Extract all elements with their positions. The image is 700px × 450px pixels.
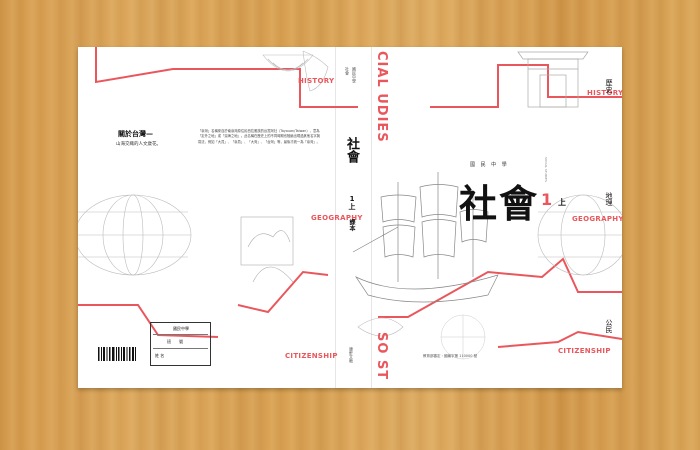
info-divider <box>153 334 208 335</box>
textbook-cover: HISTORY GEOGRAPHY CITIZENSHIP HISTORY GE… <box>78 47 624 388</box>
info-divider <box>153 348 208 349</box>
approval-note: 教育部審定・國編字第 110000 號 <box>423 354 478 358</box>
student-info-box: 國民中學 班 號 姓 名 <box>150 322 211 366</box>
cover-illustration <box>78 47 622 360</box>
globe-sketch-right <box>537 194 622 276</box>
history-label: HISTORY <box>298 77 335 85</box>
spine-left-edge <box>335 47 336 388</box>
info-class-label: 班 號 <box>167 339 183 344</box>
spine-top-label-2: 社會 <box>345 67 350 75</box>
spine-grade: 1上 <box>348 195 356 210</box>
school-level: 國 民 中 學 <box>470 162 509 168</box>
spine-kind: 課本 <box>348 219 355 231</box>
history-label-right: HISTORY <box>587 89 624 97</box>
citizenship-zh-label: 公民 <box>605 319 613 333</box>
about-title: 關於台灣— <box>118 130 153 138</box>
history-zh-label: 歷史 <box>605 79 613 93</box>
red-route-line <box>95 47 358 108</box>
compass-sketch <box>440 314 486 360</box>
cover-title: 社會 <box>459 181 540 226</box>
cover-grade: 1 <box>541 190 553 209</box>
red-route-line-bottom <box>497 330 622 348</box>
red-route-line-left <box>78 304 219 338</box>
info-name-label: 姓 名 <box>155 353 165 358</box>
red-route-line-mid <box>237 270 329 314</box>
mountain-sketch <box>240 216 294 283</box>
vertical-social-studies-top: CIAL UDIES <box>374 51 389 143</box>
cover-grade-suffix: 上 <box>558 198 566 207</box>
map-outline-sketch <box>302 50 329 92</box>
fish-sketch <box>357 317 404 337</box>
about-body: 「臺灣」名稱來自於南臺灣原住民西拉雅族的台窩灣社（Tayouan/Taiwan）… <box>198 129 320 144</box>
barcode <box>98 347 136 361</box>
info-school-label: 國民中學 <box>173 326 189 331</box>
geography-label: GEOGRAPHY <box>311 214 363 222</box>
red-route-line-lower <box>378 257 622 318</box>
geography-label-right: GEOGRAPHY <box>572 215 624 223</box>
gate-sketch <box>517 51 589 108</box>
spine-top-label-1: 國民中學 <box>352 67 357 83</box>
about-subtitle: 山海交織的人文歲花。 <box>116 142 161 147</box>
citizenship-label-right: CITIZENSHIP <box>558 347 611 355</box>
geography-zh-label: 地理 <box>605 192 613 206</box>
spine-title: 社會 <box>344 137 359 163</box>
cover-title-en: SOCIAL STUDIES <box>544 157 548 182</box>
citizenship-label: CITIZENSHIP <box>285 352 338 360</box>
spine-publisher: 康軒文教 <box>349 347 354 363</box>
globe-sketch-left <box>78 194 192 276</box>
sailing-ship-sketch <box>352 172 499 303</box>
red-route-line-right <box>430 64 622 108</box>
spine-right-edge <box>371 47 372 388</box>
vertical-social-studies-bottom: SO ST <box>374 332 389 381</box>
